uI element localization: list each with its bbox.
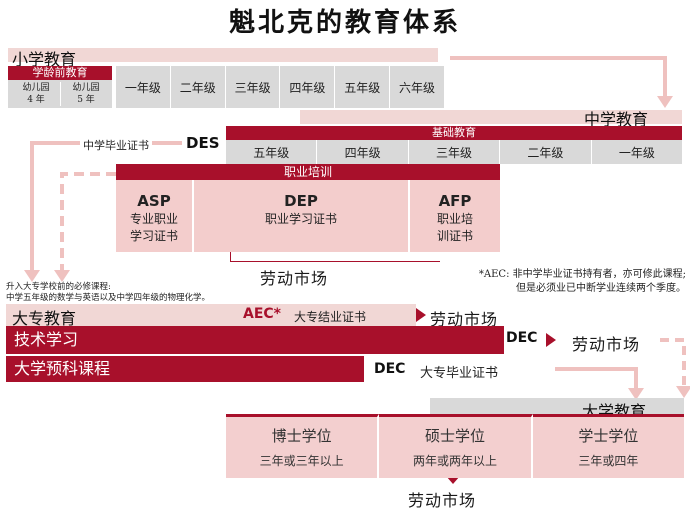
university-band bbox=[430, 398, 684, 416]
dec-code-technical: DEC bbox=[506, 330, 538, 346]
program-afp: AFP 职业培 训证书 bbox=[410, 180, 500, 252]
degree-doctorate: 博士学位 三年或三年以上 bbox=[226, 414, 380, 478]
vocational-header: 职业培训 bbox=[116, 164, 500, 180]
preuniversity-program: 大学预科课程 bbox=[6, 356, 364, 382]
technical-studies: 技术学习 bbox=[6, 326, 504, 354]
primary-grade-4: 四年级 bbox=[280, 66, 336, 108]
secondary-grade-3: 三年级 bbox=[408, 140, 501, 164]
arrowhead-university-1 bbox=[628, 388, 644, 400]
dec-code-preuniversity: DEC bbox=[374, 361, 406, 377]
degree-bachelor: 学士学位 三年或四年 bbox=[532, 414, 684, 478]
preschool-item-1: 幼儿园 4 年 bbox=[12, 82, 60, 106]
primary-grade-6: 六年级 bbox=[390, 66, 444, 108]
college-labor-market-1: 劳动市场 bbox=[430, 310, 499, 329]
primary-header: 小学教育 bbox=[12, 50, 77, 69]
arrowhead-college-2 bbox=[54, 270, 70, 282]
degree-masters-name: 硕士学位 bbox=[424, 427, 485, 445]
dec-arrow bbox=[546, 333, 556, 347]
secondary-band bbox=[300, 110, 682, 124]
degree-bachelor-duration: 三年或四年 bbox=[578, 454, 639, 468]
program-dep: DEP 职业学习证书 bbox=[194, 180, 408, 252]
primary-band bbox=[8, 48, 438, 62]
college-header: 大专教育 bbox=[12, 309, 77, 328]
program-dep-code: DEP bbox=[284, 192, 318, 210]
primary-grade-1: 一年级 bbox=[116, 66, 171, 108]
aec-note-line2: 但是必须业已中断学业连续两个季度。 bbox=[516, 283, 686, 294]
page-title: 魁北克的教育体系 bbox=[228, 8, 461, 38]
university-labor-market: 劳动市场 bbox=[408, 491, 477, 510]
des-label: 中学毕业证书 bbox=[80, 137, 152, 153]
arrow-dec-to-university-2 bbox=[660, 338, 686, 390]
arrowhead-university-2 bbox=[676, 386, 690, 398]
degree-doctorate-duration: 三年或三年以上 bbox=[259, 454, 344, 468]
preschool-item-2-name: 幼儿园 bbox=[72, 83, 100, 93]
degree-doctorate-name: 博士学位 bbox=[271, 427, 332, 445]
program-asp-line2: 学习证书 bbox=[129, 229, 178, 243]
dec-label: 大专毕业证书 bbox=[420, 366, 499, 381]
secondary-header: 中学教育 bbox=[584, 110, 649, 129]
university-degrees: 博士学位 三年或三年以上 硕士学位 两年或两年以上 学士学位 三年或四年 bbox=[226, 414, 684, 478]
program-asp-code: ASP bbox=[137, 192, 171, 210]
secondary-grade-4: 四年级 bbox=[317, 140, 409, 164]
labor-connector-left bbox=[230, 252, 231, 262]
preschool-row: 幼儿园 4 年 幼儿园 5 年 bbox=[8, 80, 112, 108]
secondary-grade-5: 五年级 bbox=[226, 140, 318, 164]
prereq-line1: 升入大专学校前的必修课程: bbox=[6, 282, 111, 292]
program-afp-code: AFP bbox=[438, 192, 472, 210]
aec-note-line1: *AEC: 非中学毕业证书持有者，亦可修此课程; bbox=[478, 269, 686, 280]
program-dep-line1: 职业学习证书 bbox=[264, 212, 337, 226]
secondary-grade-2: 二年级 bbox=[500, 140, 592, 164]
program-afp-line2: 训证书 bbox=[436, 229, 473, 243]
arrowhead-university-labor bbox=[446, 476, 460, 484]
arrow-dec-to-university-1 bbox=[555, 367, 638, 390]
arrow-primary-to-secondary bbox=[450, 56, 667, 98]
prereq-line2: 中学五年级的数学与英语以及中学四年级的物理化学。 bbox=[6, 293, 211, 303]
primary-grade-3: 三年级 bbox=[225, 66, 281, 108]
preschool-item-2: 幼儿园 5 年 bbox=[62, 82, 110, 106]
preschool-header: 学龄前教育 bbox=[8, 66, 112, 80]
program-afp-line1: 职业培 bbox=[436, 212, 473, 226]
preschool-item-1-name: 幼儿园 bbox=[22, 83, 50, 93]
aec-arrow bbox=[416, 308, 426, 322]
basic-education-header: 基础教育 bbox=[226, 126, 682, 140]
aec-code: AEC* bbox=[243, 306, 281, 322]
arrowhead-secondary bbox=[657, 96, 673, 108]
arrow-vocational-to-college bbox=[60, 172, 116, 272]
degree-masters: 硕士学位 两年或两年以上 bbox=[379, 414, 533, 478]
program-asp-line1: 专业职业 bbox=[129, 212, 178, 226]
preschool-item-1-age: 4 年 bbox=[27, 95, 45, 105]
degree-masters-duration: 两年或两年以上 bbox=[412, 454, 497, 468]
secondary-labor-market: 劳动市场 bbox=[260, 269, 329, 288]
aec-label: 大专结业证书 bbox=[294, 310, 367, 324]
college-prerequisites: 升入大专学校前的必修课程: 中学五年级的数学与英语以及中学四年级的物理化学。 bbox=[6, 282, 326, 304]
arrowhead-college-1 bbox=[24, 270, 40, 282]
preschool-divider bbox=[60, 82, 61, 106]
degree-bachelor-name: 学士学位 bbox=[578, 427, 639, 445]
preschool-item-2-age: 5 年 bbox=[77, 95, 95, 105]
college-band bbox=[6, 304, 416, 326]
des-code: DES bbox=[186, 134, 220, 152]
labor-connector-line bbox=[230, 261, 440, 262]
primary-grade-5: 五年级 bbox=[335, 66, 391, 108]
secondary-grade-1: 一年级 bbox=[591, 140, 683, 164]
college-labor-market-2: 劳动市场 bbox=[572, 335, 641, 354]
aec-note: *AEC: 非中学毕业证书持有者，亦可修此课程; 但是必须业已中断学业连续两个季… bbox=[438, 268, 686, 296]
primary-grades: 一年级 二年级 三年级 四年级 五年级 六年级 bbox=[116, 66, 444, 108]
secondary-grades: 五年级 四年级 三年级 二年级 一年级 bbox=[226, 140, 683, 164]
primary-grade-2: 二年级 bbox=[170, 66, 226, 108]
program-asp: ASP 专业职业 学习证书 bbox=[116, 180, 192, 252]
